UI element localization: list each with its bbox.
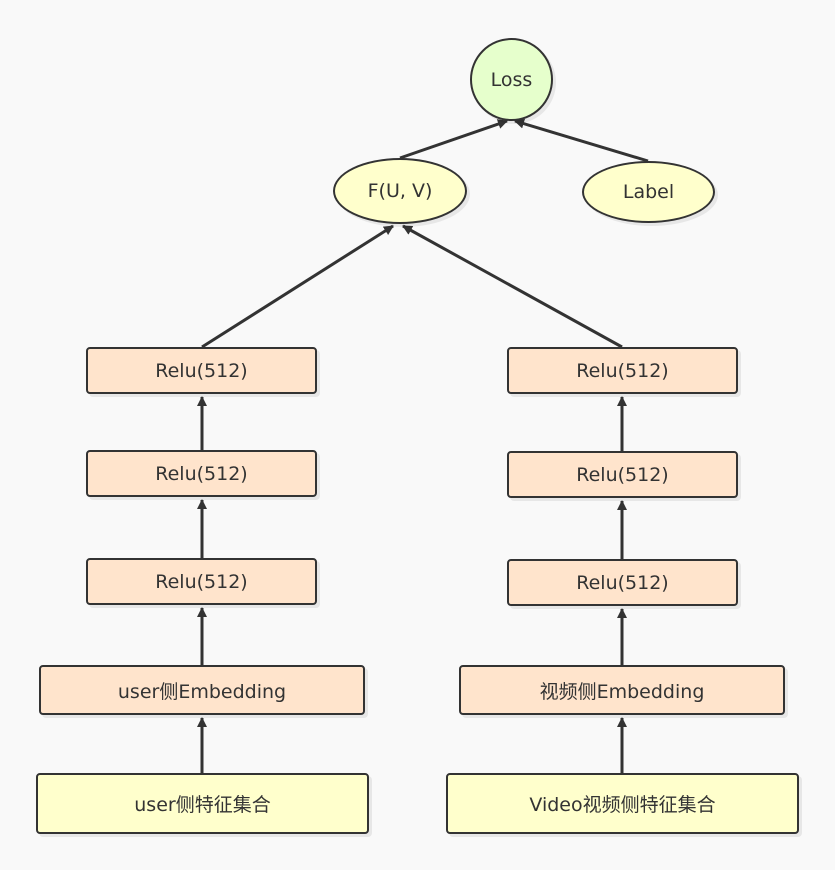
user-features-label: user侧特征集合 [134, 794, 271, 816]
user-embedding-label: user侧Embedding [117, 680, 287, 703]
video-relu-mid-label: Relu(512) [576, 463, 669, 486]
fuv-label: F(U, V) [367, 180, 433, 202]
user-relu-bottom-node: Relu(512) [86, 558, 317, 605]
label-node-text: Label [622, 181, 675, 203]
video-relu-mid-node: Relu(512) [507, 451, 738, 498]
user-relu-mid-node: Relu(512) [86, 450, 317, 497]
user-relu-bottom-label: Relu(512) [155, 570, 248, 593]
label-node: Label [582, 161, 715, 223]
video-features-node: Video视频侧特征集合 [446, 773, 799, 834]
loss-label: Loss [490, 68, 533, 91]
user-relu-top-label: Relu(512) [155, 359, 248, 382]
video-embedding-label: 视频侧Embedding [539, 680, 705, 703]
video-embedding-node: 视频侧Embedding [459, 665, 785, 715]
fuv-node: F(U, V) [333, 158, 467, 224]
video-relu-bottom-label: Relu(512) [576, 571, 669, 594]
edge-user-relu-top-to-fuv [201, 224, 394, 349]
user-relu-top-node: Relu(512) [86, 347, 317, 394]
video-relu-bottom-node: Relu(512) [507, 559, 738, 606]
edge-fuv-to-loss [399, 119, 508, 160]
video-relu-top-label: Relu(512) [576, 359, 669, 382]
user-relu-mid-label: Relu(512) [155, 462, 248, 485]
video-relu-top-node: Relu(512) [507, 347, 738, 394]
user-embedding-node: user侧Embedding [39, 665, 365, 715]
loss-node: Loss [470, 38, 553, 121]
edge-label-to-loss [514, 118, 649, 163]
user-features-node: user侧特征集合 [36, 773, 369, 834]
edge-video-relu-top-to-fuv [402, 224, 623, 349]
video-features-label: Video视频侧特征集合 [529, 794, 716, 816]
